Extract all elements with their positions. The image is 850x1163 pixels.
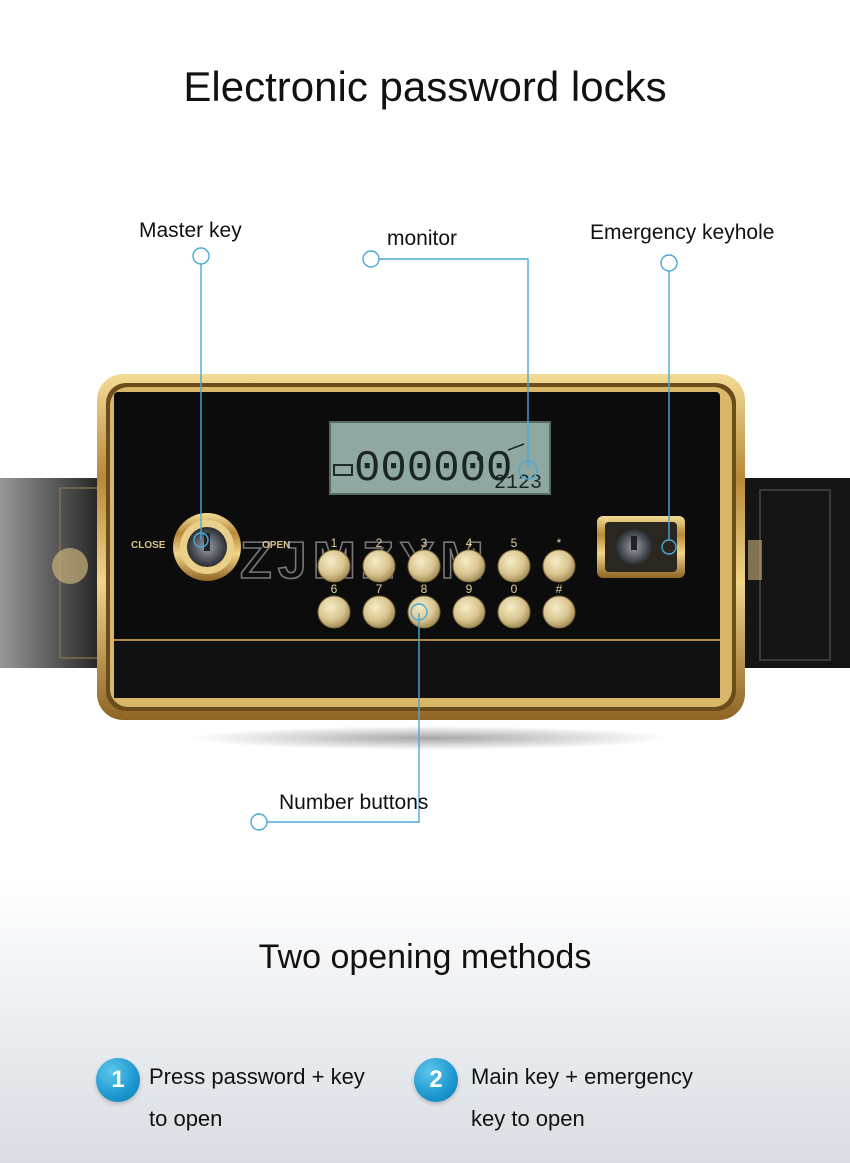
- keypad-button-1[interactable]: 1: [317, 536, 351, 583]
- keypad-button-2[interactable]: 2: [362, 536, 396, 583]
- keypad-button-label: 0: [511, 582, 518, 596]
- number-buttons-callout-target: [410, 603, 428, 621]
- monitor-callout-target: [518, 460, 538, 480]
- method-2: 2: [414, 1058, 458, 1102]
- keypad-button-6[interactable]: 6: [317, 582, 351, 629]
- method-2-badge: 2: [414, 1058, 458, 1102]
- keypad-button-label: 3: [421, 536, 428, 550]
- master-key-callout-dot: [192, 247, 210, 265]
- number-buttons-callout-line: [267, 613, 420, 823]
- master-key-label: Master key: [139, 219, 242, 242]
- master-key-lock[interactable]: [173, 513, 241, 581]
- keypad-button-label: 8: [421, 582, 428, 596]
- method-2-line1: Main key + emergency: [471, 1064, 693, 1089]
- method-1: 1: [96, 1058, 140, 1102]
- keypad-button-hash[interactable]: #: [542, 582, 576, 629]
- callout-lines: [192, 247, 678, 831]
- close-label: CLOSE: [131, 540, 166, 551]
- number-buttons-callout-dot: [250, 813, 268, 831]
- method-2-text: Main key + emergency key to open: [471, 1056, 741, 1140]
- emergency-callout-dot: [660, 254, 678, 272]
- number-buttons-label: Number buttons: [279, 791, 429, 814]
- left-side-panel: [0, 478, 110, 668]
- keypad-button-0[interactable]: 0: [497, 582, 531, 629]
- brand-watermark: ZJMZYM: [240, 532, 490, 590]
- emergency-keyhole-label: Emergency keyhole: [590, 221, 775, 244]
- safe-panel-illustration: 000000 2123 CLOSE OPEN ZJMZYM 1 2 3 4 5 * 6 7 8 9…: [0, 247, 850, 831]
- keypad-button-label: 9: [466, 582, 473, 596]
- method-1-line1: Press password + key: [149, 1064, 365, 1089]
- keypad-button-label: 2: [376, 536, 383, 550]
- keypad-button-label: 7: [376, 582, 383, 596]
- page-title: Electronic password locks: [183, 63, 667, 110]
- method-1-badge: 1: [96, 1058, 140, 1102]
- keypad-button-label: 6: [331, 582, 338, 596]
- right-side-panel: [740, 478, 850, 668]
- keypad-button-label: *: [557, 536, 562, 550]
- keypad-button-4[interactable]: 4: [452, 536, 486, 583]
- panel-shadow: [190, 726, 670, 750]
- lcd-main-digits: 000000: [354, 444, 512, 494]
- keypad-button-star[interactable]: *: [542, 536, 576, 583]
- keypad-button-9[interactable]: 9: [452, 582, 486, 629]
- keypad-button-label: 4: [466, 536, 473, 550]
- monitor-callout-dot: [362, 250, 380, 268]
- monitor-callout-line: [379, 258, 529, 468]
- keypad-button-label: 1: [331, 536, 338, 550]
- keypad-button-5[interactable]: 5: [497, 536, 531, 583]
- keypad-button-label: #: [556, 582, 563, 596]
- emergency-keyhole[interactable]: [597, 516, 685, 578]
- monitor-label: monitor: [387, 227, 458, 250]
- keypad-button-3[interactable]: 3: [407, 536, 441, 583]
- open-label: OPEN: [262, 540, 290, 551]
- method-1-text: Press password + key to open: [149, 1056, 419, 1140]
- lcd-monitor: 000000 2123: [329, 421, 551, 495]
- keypad-button-label: 5: [511, 536, 518, 550]
- emergency-callout-target: [661, 539, 677, 555]
- section-subtitle: Two opening methods: [258, 938, 592, 976]
- keypad-button-7[interactable]: 7: [362, 582, 396, 629]
- method-1-line2: to open: [149, 1106, 223, 1131]
- master-key-callout-target: [193, 532, 209, 548]
- lcd-time-digits: 2123: [494, 472, 542, 495]
- method-2-line2: key to open: [471, 1106, 585, 1131]
